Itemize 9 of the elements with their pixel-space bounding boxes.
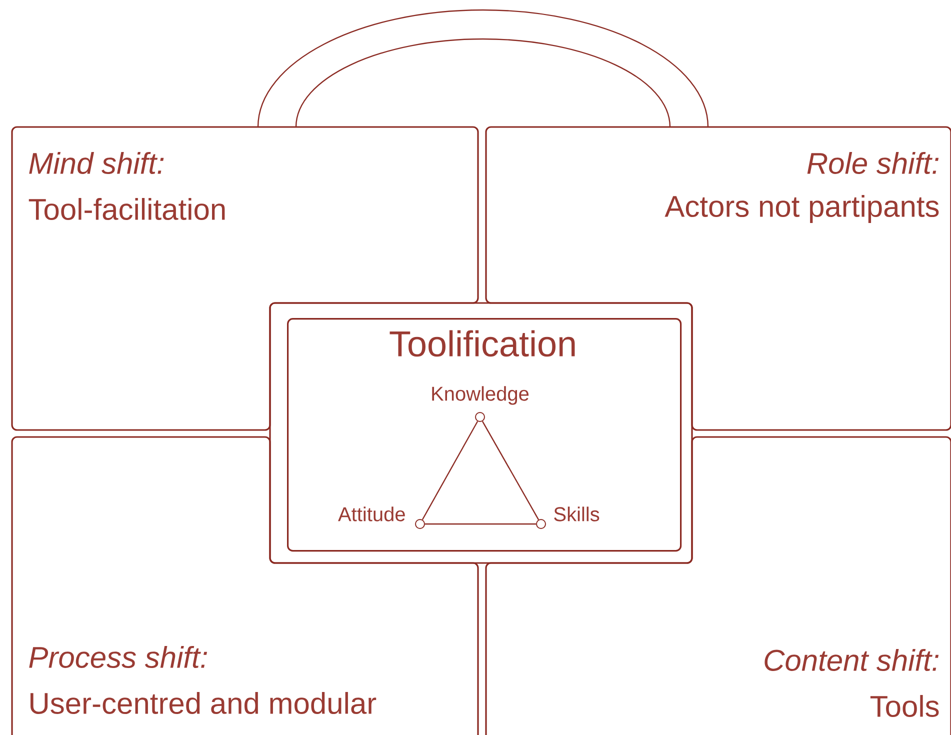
vertex-label: Attitude xyxy=(338,506,405,522)
vertex-circle xyxy=(475,412,485,422)
vertex-label: Skills xyxy=(554,506,600,522)
vertex-circle xyxy=(536,519,546,529)
triangle-side xyxy=(422,421,478,520)
triangle-side xyxy=(482,421,540,520)
triangle-side xyxy=(425,523,536,525)
vertex-label: Knowledge xyxy=(432,386,529,405)
vertex-circle xyxy=(415,519,425,529)
